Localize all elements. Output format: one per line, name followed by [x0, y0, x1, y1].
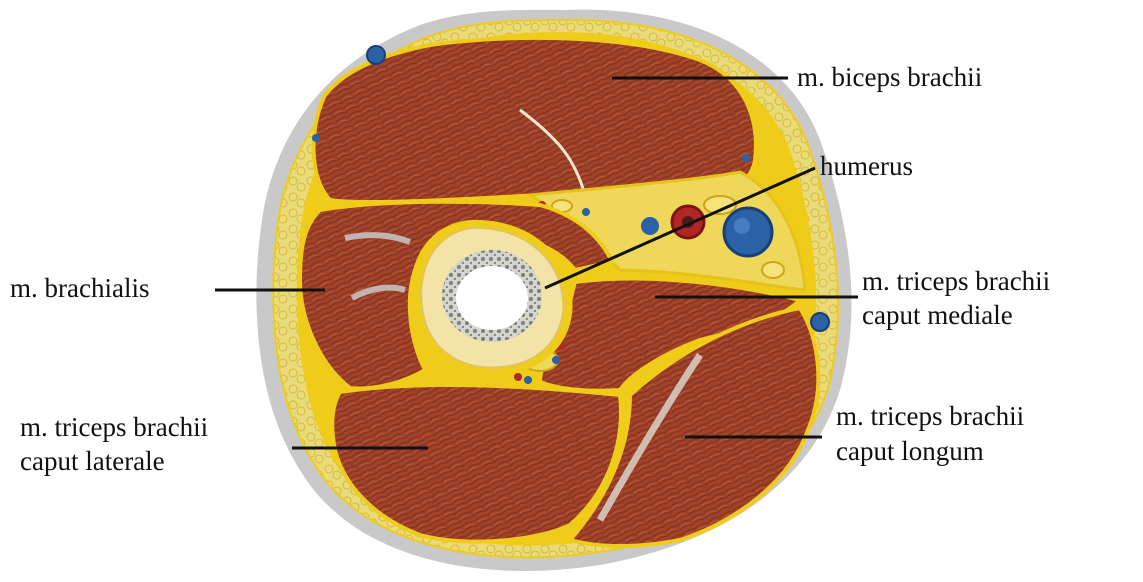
basilic-vein-icon — [811, 313, 829, 331]
label-triceps-mediale-line2: caput mediale — [862, 300, 1013, 330]
label-humerus: humerus — [820, 151, 913, 181]
label-brachialis: m. brachialis — [10, 273, 149, 303]
label-biceps-brachii: m. biceps brachii — [797, 62, 982, 92]
label-triceps-longum-line2: caput longum — [836, 436, 984, 466]
cephalic-vein-icon — [367, 46, 385, 64]
ulnar-nerve-icon — [762, 262, 784, 278]
label-triceps-laterale-line2: caput laterale — [20, 446, 165, 476]
small-vein-icon — [641, 217, 659, 235]
brachial-vein-icon — [724, 208, 772, 256]
label-triceps-mediale-line1: m. triceps brachii — [862, 266, 1050, 296]
label-triceps-longum-line1: m. triceps brachii — [836, 401, 1024, 431]
label-triceps-laterale-line1: m. triceps brachii — [20, 412, 208, 442]
